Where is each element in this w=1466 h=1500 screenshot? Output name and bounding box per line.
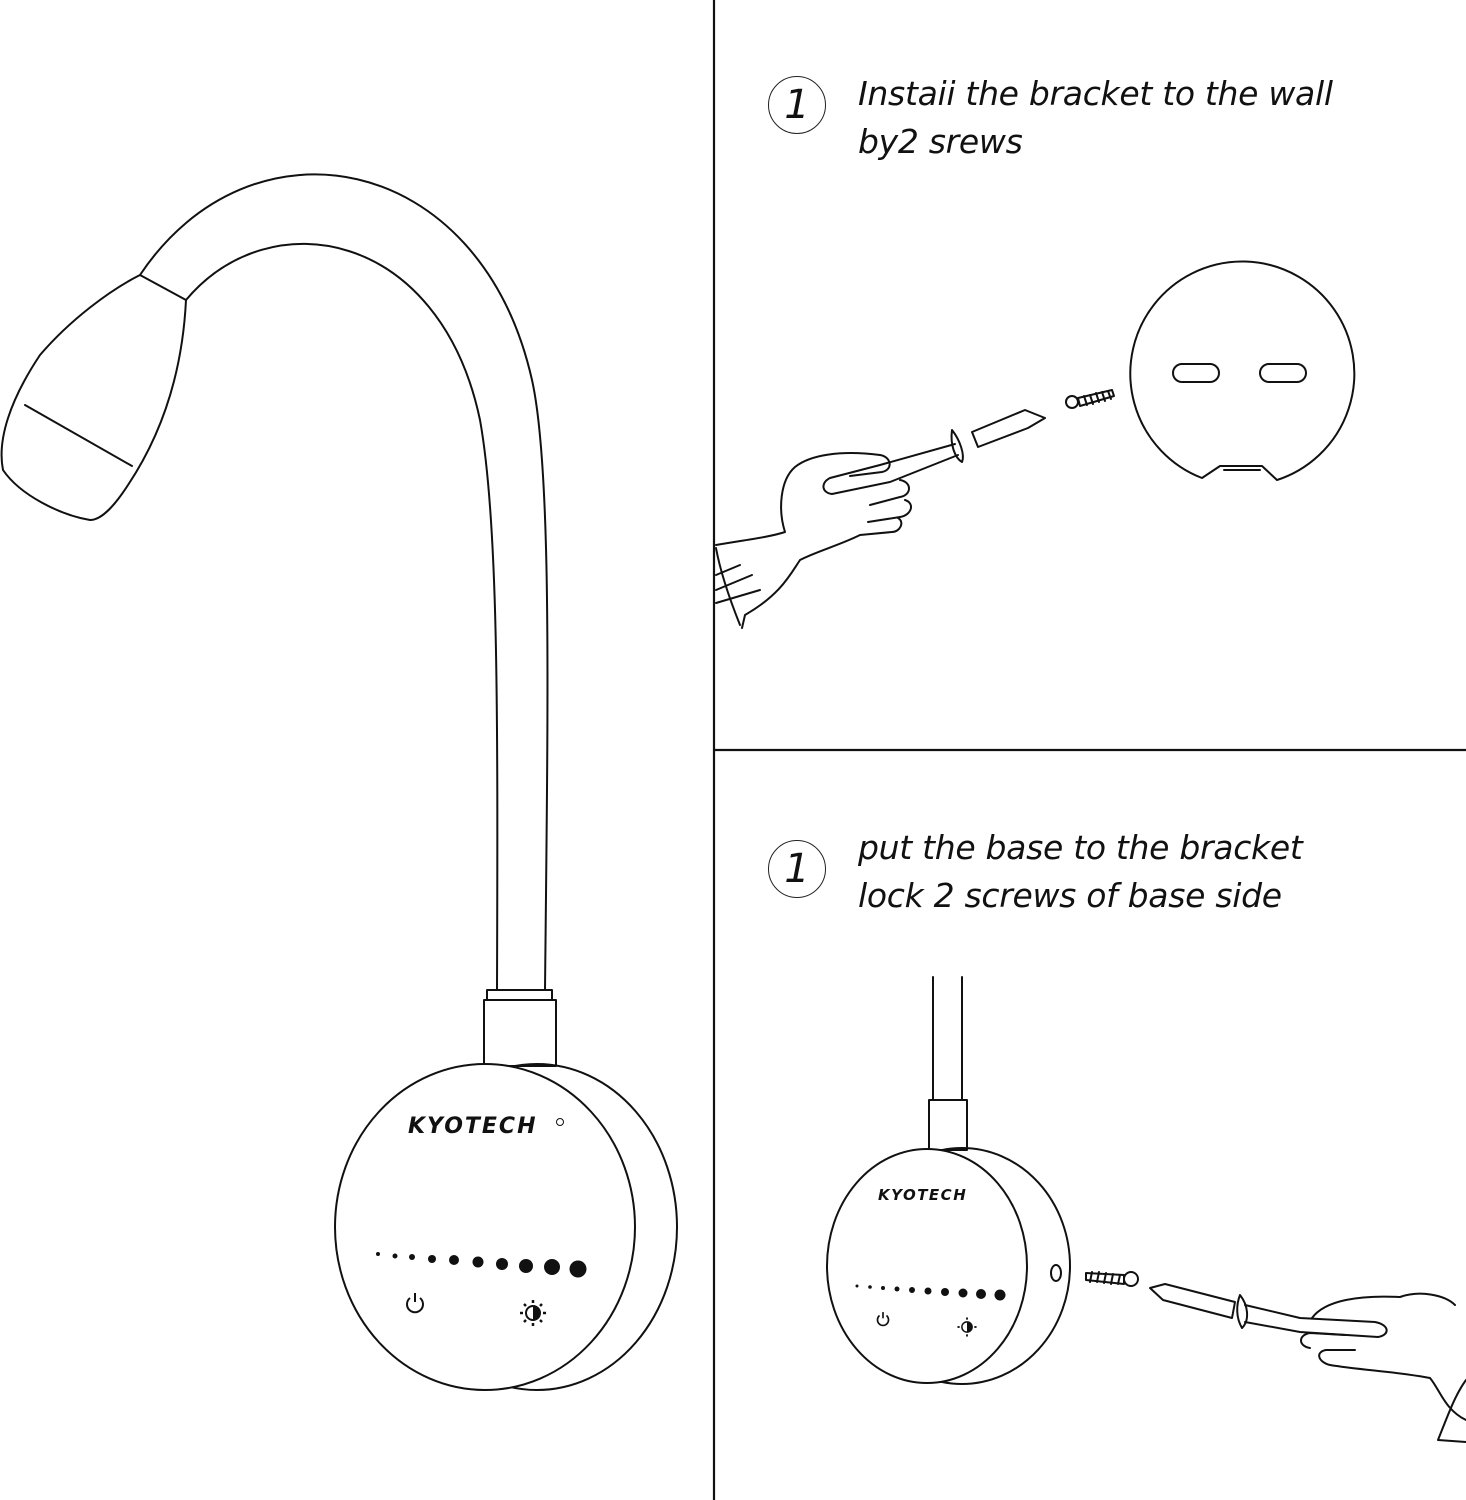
lamp-head-band xyxy=(24,404,133,467)
screwdriver-icon xyxy=(1149,1283,1388,1338)
screw-icon xyxy=(1065,389,1115,409)
screw-icon xyxy=(1085,1271,1139,1287)
bracket-slot-left xyxy=(1172,363,1220,383)
step2-line2: lock 2 screws of base side xyxy=(858,876,1282,915)
lamp-head xyxy=(0,274,187,521)
lamp-base-front xyxy=(334,1063,636,1391)
step2-number-badge: 1 xyxy=(768,840,826,898)
power-icon xyxy=(406,1293,424,1314)
brightness-icon xyxy=(957,1317,977,1337)
brightness-dots-large xyxy=(376,1252,587,1278)
step2-line1: put the base to the bracket xyxy=(858,828,1303,867)
brightness-dots-small xyxy=(855,1284,1006,1301)
neck-connector-small xyxy=(928,1099,968,1151)
step2-instructions: put the base to the bracket lock 2 screw… xyxy=(858,824,1303,920)
neck-collar xyxy=(486,989,553,1001)
base-front-small xyxy=(826,1148,1028,1384)
brightness-icon xyxy=(520,1300,546,1326)
gooseneck-inner xyxy=(185,243,499,991)
step1-line2: by2 srews xyxy=(858,122,1023,161)
step2-illustration xyxy=(826,976,1466,1443)
bracket-plate xyxy=(1129,260,1356,481)
step1-illustration xyxy=(715,260,1356,629)
lamp-brand-mark xyxy=(556,1118,564,1126)
gooseneck-outer xyxy=(139,173,549,991)
lamp-brand-logo: KYOTECH xyxy=(408,1114,538,1139)
step1-number-badge: 1 xyxy=(768,76,826,134)
lamp-illustration xyxy=(0,173,678,1391)
step1-instructions: Instaii the bracket to the wall by2 srew… xyxy=(858,70,1333,166)
step1-line1: Instaii the bracket to the wall xyxy=(858,74,1333,113)
screwdriver-icon xyxy=(822,409,1046,495)
hand-icon xyxy=(715,452,912,629)
small-base-brand-logo: KYOTECH xyxy=(878,1186,968,1204)
neck-connector xyxy=(483,999,557,1067)
side-screw-hole xyxy=(1050,1264,1062,1282)
bracket-slot-right xyxy=(1259,363,1307,383)
power-icon xyxy=(876,1312,890,1327)
hand-icon xyxy=(1300,1292,1466,1443)
